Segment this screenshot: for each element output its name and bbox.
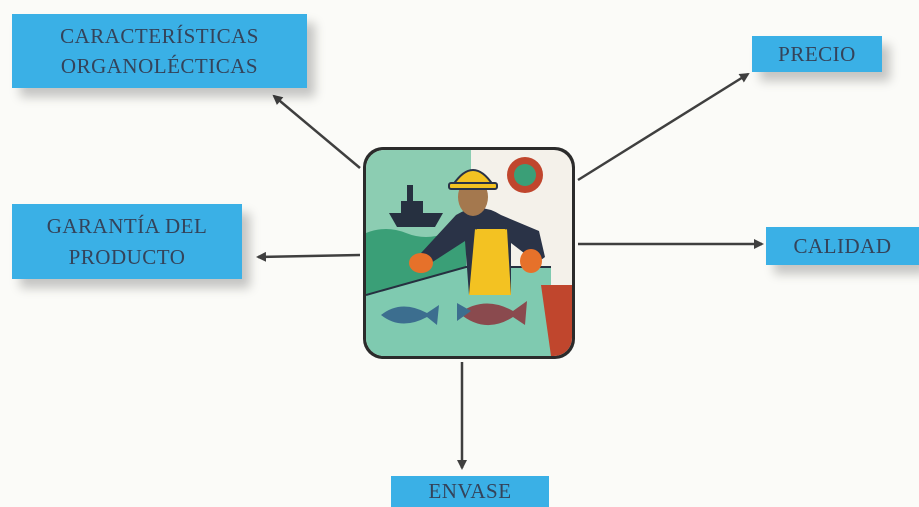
node-caracteristicas-organolecticas: CARACTERÍSTICAS ORGANOLÉCTICAS — [12, 14, 307, 88]
fish-icon — [459, 301, 527, 326]
node-envase-label: ENVASE — [428, 479, 512, 504]
arrow-to-caracteristicas — [272, 94, 361, 169]
node-calidad: CALIDAD — [766, 227, 919, 265]
fish-icon — [381, 305, 439, 325]
node-garantia-line2: PRODUCTO — [68, 244, 186, 269]
node-precio: PRECIO — [752, 36, 882, 72]
node-calidad-label: CALIDAD — [793, 233, 892, 258]
node-caracteristicas-line1: CARACTERÍSTICAS — [60, 23, 259, 48]
node-precio-label: PRECIO — [778, 41, 856, 66]
fisherman-icon — [361, 145, 577, 361]
boat-icon — [389, 213, 443, 227]
arrow-to-garantia — [256, 251, 361, 262]
node-caracteristicas-line2: ORGANOLÉCTICAS — [60, 54, 259, 78]
node-envase: ENVASE — [391, 476, 549, 507]
node-garantia-del-producto: GARANTÍA DEL PRODUCTO — [12, 204, 242, 279]
arrow-to-precio — [577, 72, 750, 182]
node-garantia-line1: GARANTÍA DEL — [46, 214, 208, 239]
